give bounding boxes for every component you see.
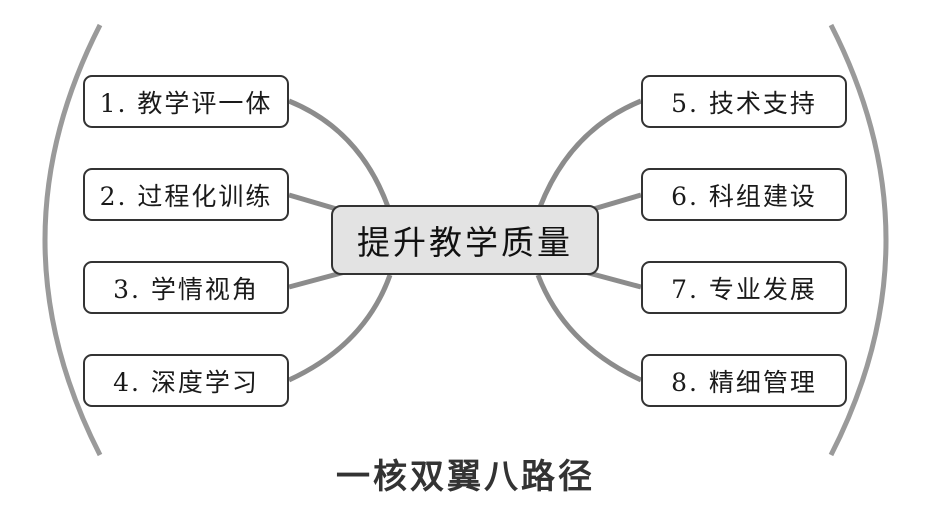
center-node: 提升教学质量 <box>331 205 599 275</box>
right-bracket <box>828 23 889 457</box>
node-4: 4. 深度学习 <box>83 354 289 407</box>
connector-4 <box>287 274 393 383</box>
node-1: 1. 教学评一体 <box>83 75 289 128</box>
left-bracket <box>42 23 103 457</box>
connector-6 <box>589 192 642 213</box>
connector-8 <box>535 274 643 383</box>
node-5: 5. 技术支持 <box>641 75 847 128</box>
connector-1 <box>288 98 391 208</box>
center-node-label: 提升教学质量 <box>357 223 573 262</box>
connector-3 <box>288 269 346 290</box>
node-3-label: 3. 学情视角 <box>113 274 259 304</box>
node-4-label: 4. 深度学习 <box>113 367 259 397</box>
node-1-label: 1. 教学评一体 <box>99 88 273 118</box>
node-8: 8. 精细管理 <box>641 354 847 407</box>
node-7: 7. 专业发展 <box>641 261 847 314</box>
node-6: 6. 科组建设 <box>641 168 847 221</box>
connector-2 <box>288 192 341 213</box>
connector-5 <box>537 98 642 208</box>
node-3: 3. 学情视角 <box>83 261 289 314</box>
node-2: 2. 过程化训练 <box>83 168 289 221</box>
node-2-label: 2. 过程化训练 <box>99 181 273 211</box>
node-8-label: 8. 精细管理 <box>671 367 817 397</box>
node-6-label: 6. 科组建设 <box>671 181 817 211</box>
node-5-label: 5. 技术支持 <box>671 88 817 118</box>
diagram-caption: 一核双翼八路径 <box>336 456 595 497</box>
connector-7 <box>584 269 642 290</box>
node-7-label: 7. 专业发展 <box>671 274 817 304</box>
